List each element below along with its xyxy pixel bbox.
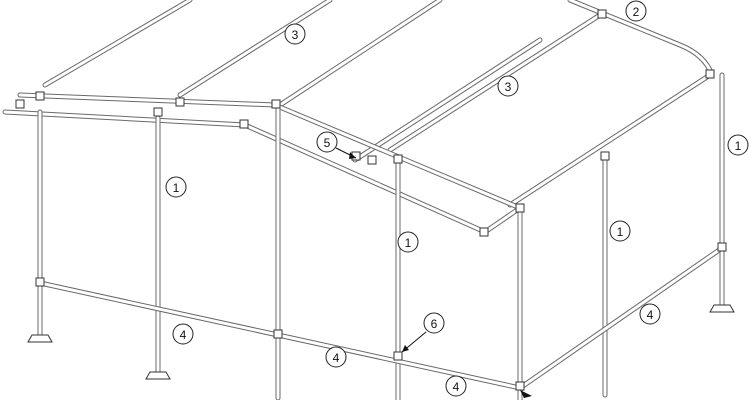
callout-6: 6 — [423, 312, 445, 334]
connector — [479, 227, 489, 237]
callout-4: 4 — [445, 375, 467, 397]
connector — [705, 69, 715, 79]
callout-3-text: 3 — [505, 80, 512, 94]
rafter-pole — [387, 12, 603, 153]
connector — [153, 107, 163, 117]
callout-2-text: 2 — [633, 5, 640, 19]
eave-pole — [242, 122, 488, 235]
callout-3: 3 — [284, 23, 306, 45]
ground-rail — [517, 245, 725, 391]
connector — [273, 329, 283, 339]
callout-4: 4 — [172, 323, 194, 345]
connector — [597, 9, 607, 19]
callout-1: 1 — [165, 176, 187, 198]
upright-poles — [37, 72, 725, 400]
leader-arrow — [402, 345, 409, 352]
callout-1: 1 — [397, 231, 419, 253]
eave-pole — [17, 92, 278, 108]
callout-3-text: 3 — [292, 28, 299, 42]
callout-4-text: 4 — [453, 380, 460, 394]
connector — [717, 242, 727, 252]
foot-plate — [145, 371, 171, 380]
connector — [175, 97, 185, 107]
callout-5-text: 5 — [324, 136, 331, 150]
connector — [393, 351, 403, 361]
connector — [600, 151, 610, 161]
callout-1-text: 1 — [173, 181, 180, 195]
connector — [35, 277, 45, 287]
callout-3: 3 — [497, 75, 519, 97]
rafter-pole — [352, 37, 543, 163]
callout-4-text: 4 — [180, 328, 187, 342]
callout-1: 1 — [727, 134, 749, 156]
callout-1-text: 1 — [617, 225, 624, 239]
callout-2: 2 — [625, 0, 647, 22]
connector — [15, 99, 25, 109]
callout-1-text: 1 — [735, 139, 742, 153]
callout-labels: 1 1 1 1 2 3 3 4 — [165, 0, 749, 397]
callout-4: 4 — [325, 346, 347, 368]
foot-plates — [27, 304, 735, 380]
foot-plate — [27, 334, 53, 343]
eave-pole — [2, 109, 248, 128]
connector — [515, 381, 525, 391]
eave-pole — [482, 205, 523, 235]
connector — [367, 155, 377, 165]
ground-rail — [275, 332, 523, 391]
leader-arrow — [520, 390, 532, 398]
rafter-pole — [277, 0, 443, 108]
connector — [515, 203, 525, 213]
callout-4-text: 4 — [333, 351, 340, 365]
ground-rails — [37, 245, 725, 391]
callout-1: 1 — [609, 220, 631, 242]
callout-5: 5 — [316, 131, 338, 153]
roof-rafters — [42, 0, 713, 208]
callout-1-text: 1 — [405, 236, 412, 250]
connector — [393, 154, 403, 164]
connector — [239, 119, 249, 129]
rafter-pole — [177, 0, 333, 98]
rafter-pole — [42, 0, 193, 88]
foot-plate — [709, 304, 735, 313]
connectors — [15, 9, 727, 391]
ground-rail — [37, 280, 281, 338]
callout-6-text: 6 — [431, 317, 438, 331]
leader-arrow — [349, 152, 356, 159]
callout-4: 4 — [639, 303, 661, 325]
leader-lines — [335, 147, 532, 398]
rafter-pole — [507, 72, 713, 208]
connector — [271, 99, 281, 109]
connector — [35, 91, 45, 101]
callout-4-text: 4 — [647, 308, 654, 322]
